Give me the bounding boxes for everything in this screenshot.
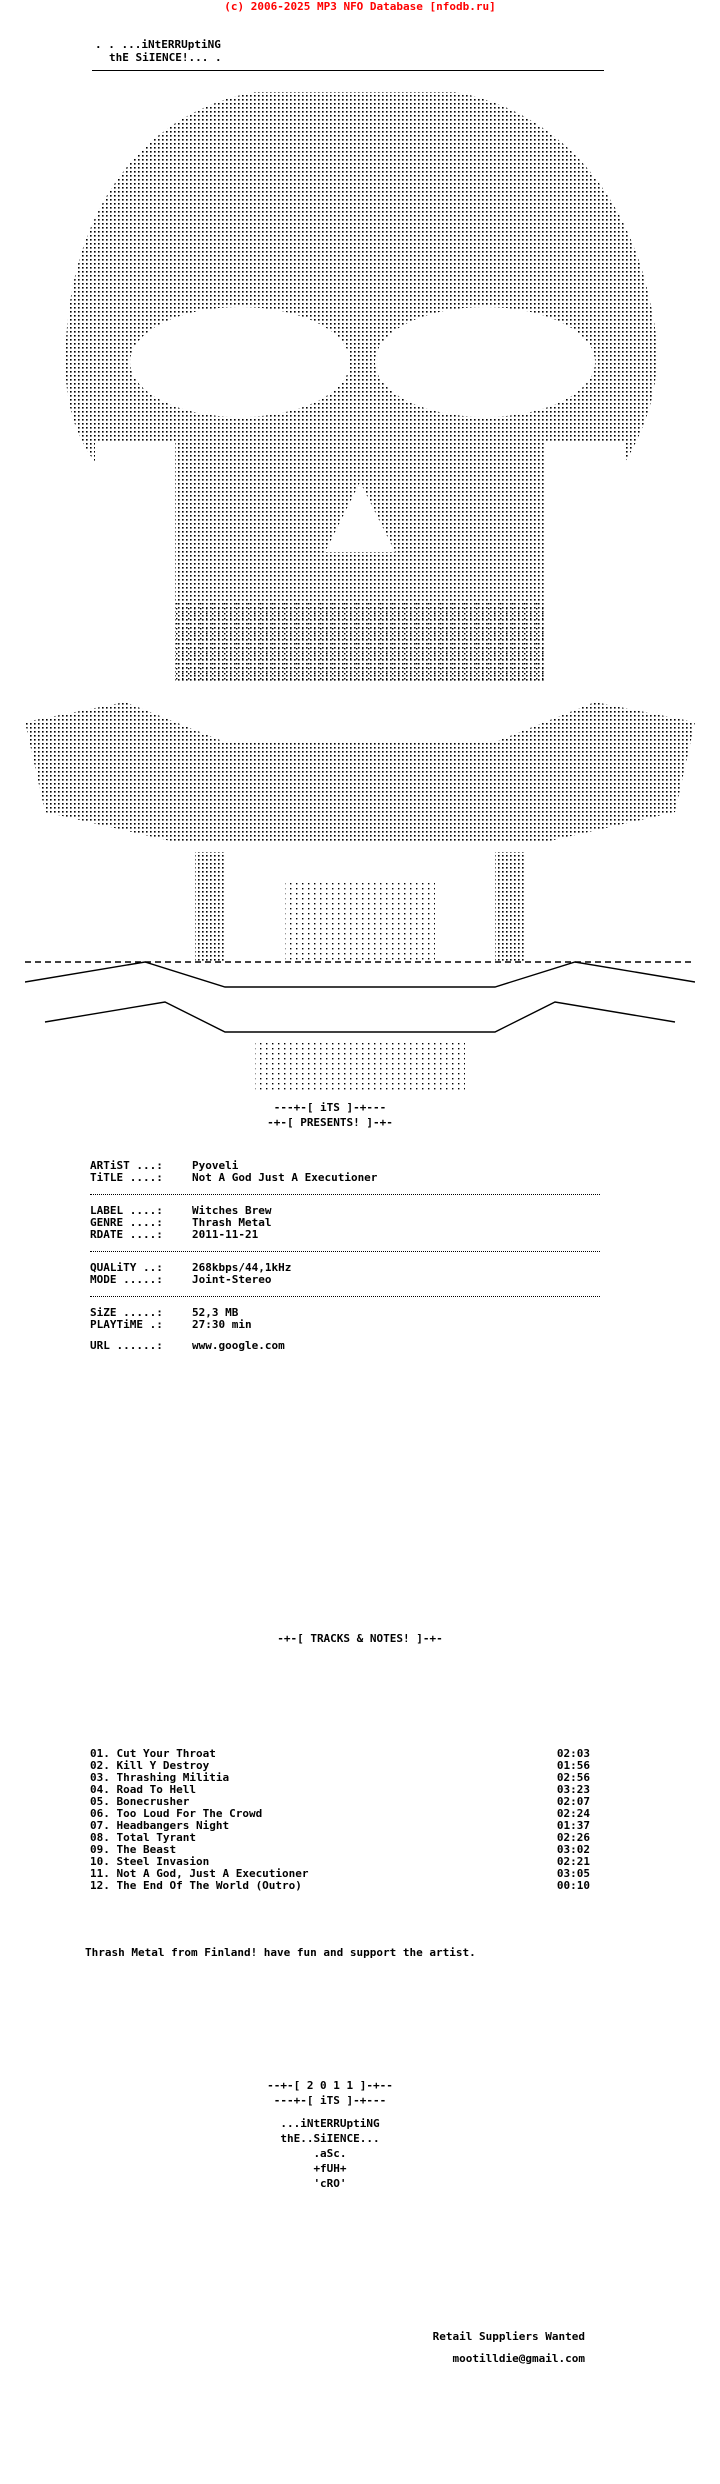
genre-label: GENRE ....: <box>90 1216 163 1229</box>
track-time: 03:23 <box>556 1783 590 1796</box>
mode-label: MODE .....: <box>90 1273 163 1286</box>
track-row: 08. Total Tyrant 02:26 <box>90 1832 590 1844</box>
track-time: 03:05 <box>556 1867 590 1880</box>
url-label: URL ......: <box>90 1339 163 1352</box>
genre-value: Thrash Metal <box>192 1216 272 1229</box>
info-separator <box>90 1251 600 1252</box>
quality-value: 268kbps/44,1kHz <box>192 1261 292 1274</box>
ascii-sig-1: +fUH+ <box>313 2162 347 2175</box>
artist-label: ARTiST ...: <box>90 1159 163 1172</box>
track-row: 04. Road To Hell 03:23 <box>90 1784 590 1796</box>
track-name: 04. Road To Hell <box>90 1783 196 1796</box>
track-name: 09. The Beast <box>90 1843 177 1856</box>
playtime-row: PLAYTiME .: 27:30 min <box>90 1319 610 1331</box>
ascii-sig-2: 'cRO' <box>313 2177 347 2190</box>
presents-group: ---+-[ iTS ]-+--- <box>273 1101 387 1114</box>
playtime-label: PLAYTiME .: <box>90 1318 163 1331</box>
size-row: SiZE .....: 52,3 MB <box>90 1307 610 1319</box>
size-value: 52,3 MB <box>192 1306 239 1319</box>
track-time: 02:07 <box>556 1795 590 1808</box>
info-separator <box>90 1296 600 1297</box>
banner-line-2: thE SiIENCE!... . <box>109 51 222 64</box>
mode-row: MODE .....: Joint-Stereo <box>90 1274 610 1286</box>
label-value: Witches Brew <box>192 1204 272 1217</box>
credits-name-1: ...iNtERRUptiNG <box>280 2117 380 2130</box>
skull-right-eye <box>375 307 595 417</box>
quality-row: QUALiTY ..: 268kbps/44,1kHz <box>90 1262 610 1274</box>
rdate-label: RDATE ....: <box>90 1228 163 1241</box>
ascii-by: .aSc. <box>313 2147 347 2160</box>
track-row: 07. Headbangers Night 01:37 <box>90 1820 590 1832</box>
track-time: 03:02 <box>556 1843 590 1856</box>
title-value: Not A God Just A Executioner <box>192 1171 378 1184</box>
artist-row: ARTiST ...: Pyoveli <box>90 1160 610 1172</box>
track-name: 05. Bonecrusher <box>90 1795 190 1808</box>
info-separator <box>90 1194 600 1195</box>
label-row: LABEL ....: Witches Brew <box>90 1205 610 1217</box>
url-row: URL ......: www.google.com <box>90 1340 610 1352</box>
skull-cranium <box>65 92 657 682</box>
playtime-value: 27:30 min <box>192 1318 252 1331</box>
track-name: 01. Cut Your Throat <box>90 1747 216 1760</box>
track-row: 02. Kill Y Destroy 01:56 <box>90 1760 590 1772</box>
track-name: 12. The End Of The World (Outro) <box>90 1879 302 1892</box>
track-name: 02. Kill Y Destroy <box>90 1759 210 1772</box>
track-time: 01:37 <box>556 1819 590 1832</box>
track-name: 11. Not A God, Just A Executioner <box>90 1867 309 1880</box>
banner-line-1: . . ...iNtERRUptiNG <box>95 38 221 51</box>
track-row: 09. The Beast 03:02 <box>90 1844 590 1856</box>
footer: Retail Suppliers Wanted mootilldie@gmail… <box>433 2326 585 2370</box>
skull-jaw <box>25 702 695 842</box>
track-name: 03. Thrashing Militia <box>90 1771 230 1784</box>
label-label: LABEL ....: <box>90 1204 163 1217</box>
track-row: 11. Not A God, Just A Executioner 03:05 <box>90 1868 590 1880</box>
track-name: 10. Steel Invasion <box>90 1855 210 1868</box>
skull-art-svg <box>25 92 695 1092</box>
quality-label: QUALiTY ..: <box>90 1261 163 1274</box>
size-label: SiZE .....: <box>90 1306 163 1319</box>
track-name: 08. Total Tyrant <box>90 1831 196 1844</box>
track-row: 03. Thrashing Militia 02:56 <box>90 1772 590 1784</box>
track-row: 01. Cut Your Throat 02:03 <box>90 1748 590 1760</box>
banner-frame <box>92 26 604 71</box>
suppliers-wanted: Retail Suppliers Wanted <box>432 2330 585 2343</box>
release-info: ARTiST ...: Pyoveli TiTLE ....: Not A God … <box>90 1160 610 1352</box>
title-label: TiTLE ....: <box>90 1171 163 1184</box>
track-time: 02:21 <box>556 1855 590 1868</box>
track-name: 07. Headbangers Night <box>90 1819 230 1832</box>
track-time: 02:56 <box>556 1771 590 1784</box>
rdate-row: RDATE ....: 2011-11-21 <box>90 1229 610 1241</box>
credits-group: ---+-[ iTS ]-+--- <box>273 2094 387 2107</box>
track-time: 01:56 <box>556 1759 590 1772</box>
contact-email[interactable]: mootilldie@gmail.com <box>452 2352 585 2365</box>
track-time: 02:24 <box>556 1807 590 1820</box>
track-row: 10. Steel Invasion 02:21 <box>90 1856 590 1868</box>
skull-ascii-art <box>25 82 695 1092</box>
copyright-header: (c) 2006-2025 MP3 NFO Database [nfodb.ru… <box>224 0 496 13</box>
release-note: Thrash Metal from Finland! have fun and … <box>85 1946 476 1959</box>
track-name: 06. Too Loud For The Crowd <box>90 1807 263 1820</box>
artist-value: Pyoveli <box>192 1159 239 1172</box>
credits-year: --+-[ 2 0 1 1 ]-+-- <box>267 2079 393 2092</box>
track-time: 00:10 <box>556 1879 590 1892</box>
skull-left-eye <box>130 307 350 417</box>
tracks-title: -+-[ TRACKS & NOTES! ]-+- <box>277 1632 443 1645</box>
title-row: TiTLE ....: Not A God Just A Executioner <box>90 1172 610 1184</box>
presents-text: -+-[ PRESENTS! ]-+- <box>267 1116 393 1129</box>
track-time: 02:26 <box>556 1831 590 1844</box>
track-row: 06. Too Loud For The Crowd 02:24 <box>90 1808 590 1820</box>
group-banner: . . ...iNtERRUptiNG thE SiIENCE!... . <box>95 38 222 64</box>
credits-name-2: thE..SiIENCE... <box>280 2132 380 2145</box>
mode-value: Joint-Stereo <box>192 1273 272 1286</box>
url-value[interactable]: www.google.com <box>192 1339 285 1352</box>
rdate-value: 2011-11-21 <box>192 1228 259 1241</box>
track-row: 05. Bonecrusher 02:07 <box>90 1796 590 1808</box>
genre-row: GENRE ....: Thrash Metal <box>90 1217 610 1229</box>
credits-box: --+-[ 2 0 1 1 ]-+-- ---+-[ iTS ]-+--- ..… <box>240 2078 420 2191</box>
presents-box: ---+-[ iTS ]-+--- -+-[ PRESENTS! ]-+- <box>240 1100 420 1130</box>
skull-nose <box>325 482 395 552</box>
track-time: 02:03 <box>556 1747 590 1760</box>
track-row: 12. The End Of The World (Outro) 00:10 <box>90 1880 590 1892</box>
